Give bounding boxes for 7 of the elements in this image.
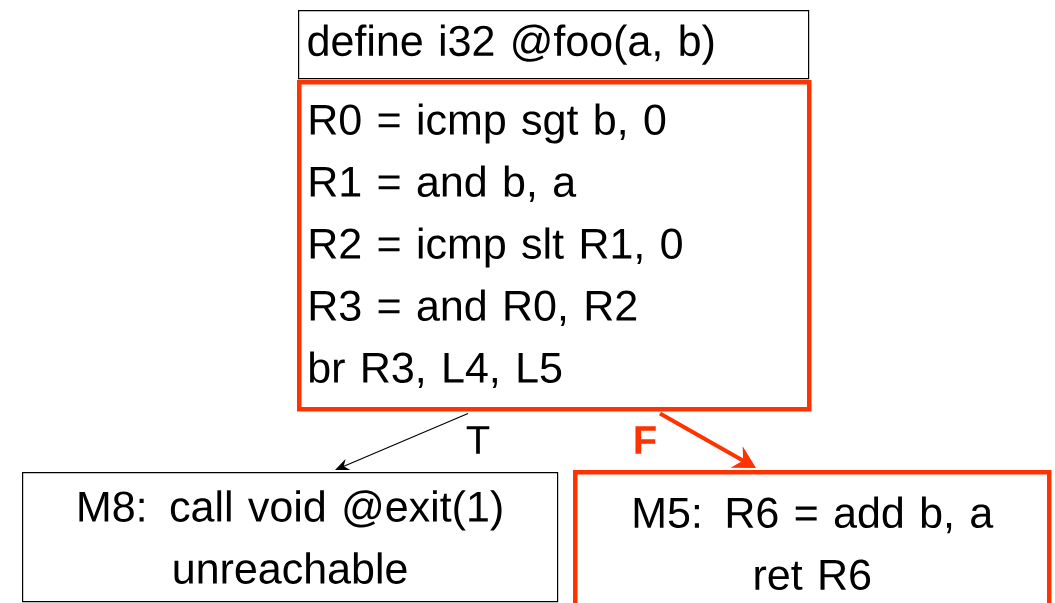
arrow: [335, 412, 469, 471]
block-box: M8: call void @exit(1) unreachable: [22, 472, 559, 603]
edge-label: T: [464, 425, 492, 455]
header-box: define i32 @foo(a, b): [298, 10, 810, 80]
block-box: M5: R6 = add b, a ret R6: [573, 470, 1052, 603]
edge-label: F: [631, 425, 659, 455]
code-block: R0 = icmp sgt b, 0 R1 = and b, a R2 = icmp slt R1, 0 R3 = and R0, R2 br R3, L4, L5: [297, 80, 812, 412]
